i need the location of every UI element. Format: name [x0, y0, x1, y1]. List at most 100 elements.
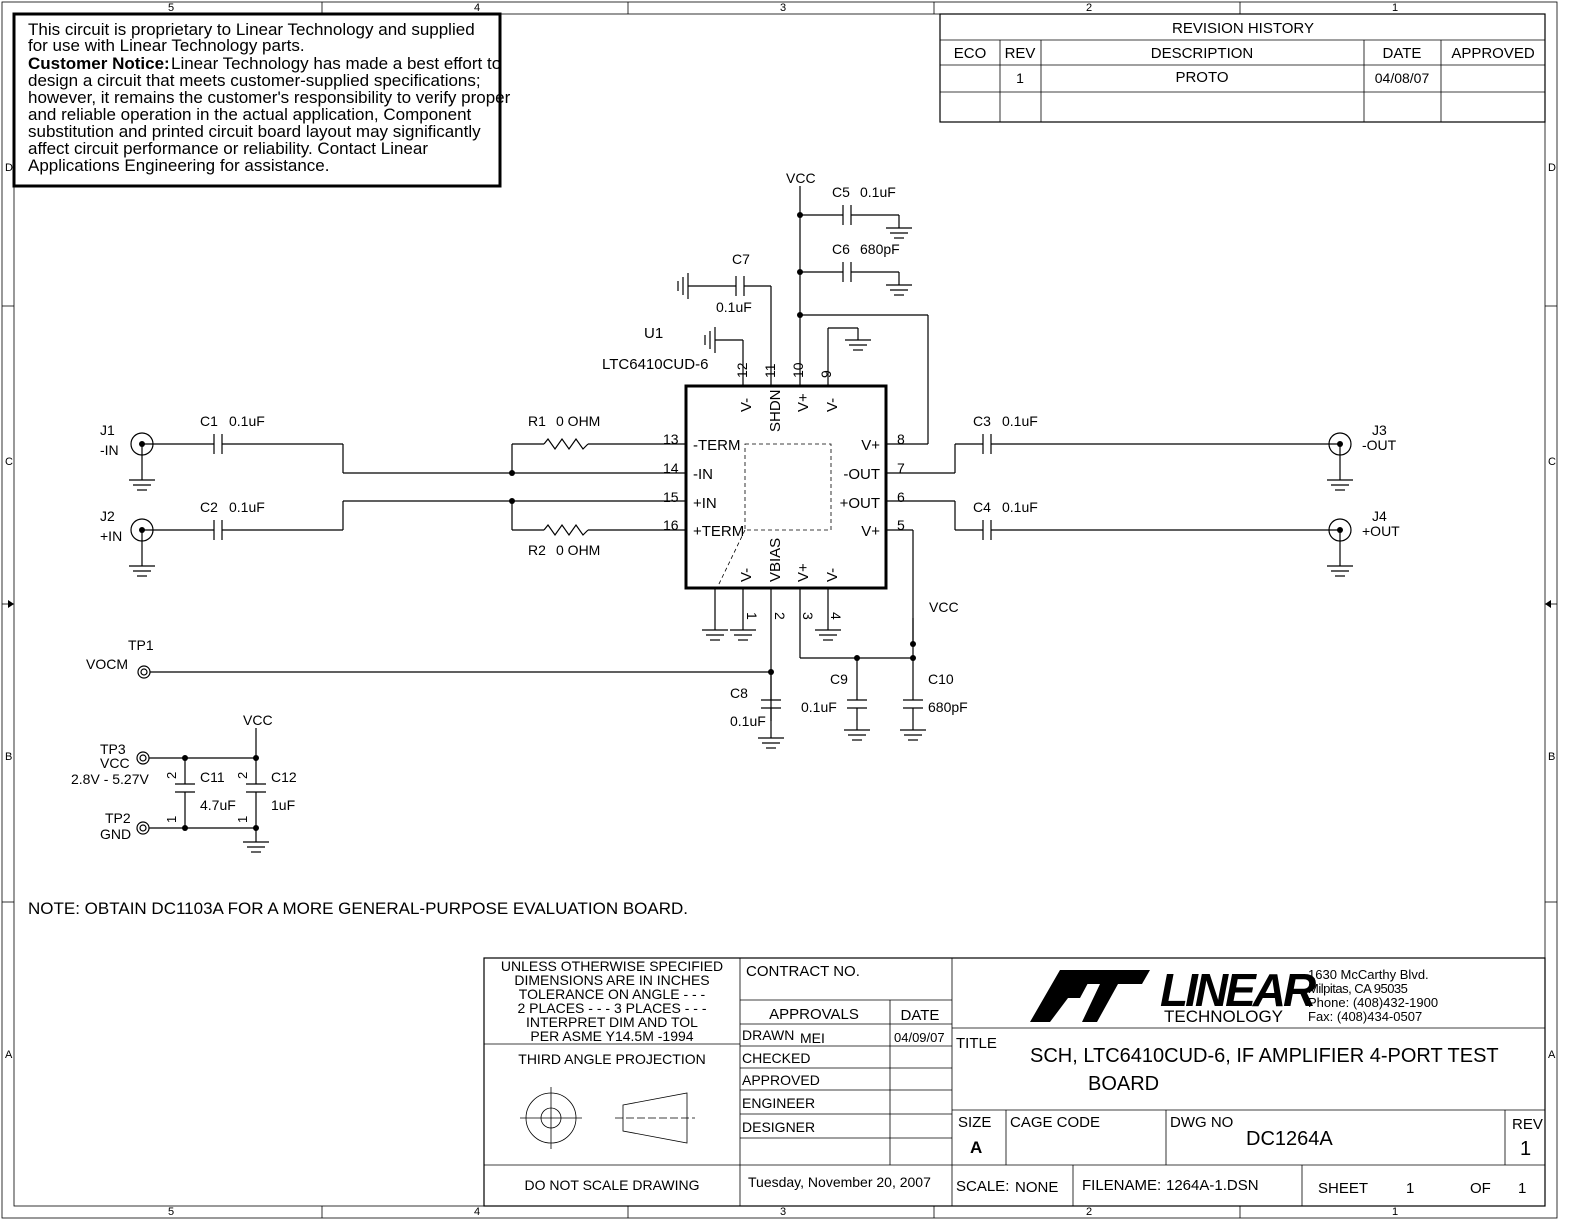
drawing-title-line-1: SCH, LTC6410CUD-6, IF AMPLIFIER 4-PORT T…: [1030, 1045, 1499, 1067]
address-line-1: 1630 McCarthy Blvd.: [1308, 967, 1429, 982]
rev-header-rev: REV: [1005, 45, 1036, 62]
notice-line-3: Linear Technology has made a best effort…: [171, 54, 501, 73]
notice-line-8: affect circuit performance or reliabilit…: [28, 139, 428, 158]
spec-line-2: DIMENSIONS ARE IN INCHES: [514, 972, 709, 988]
rev-header-description: DESCRIPTION: [1151, 45, 1254, 62]
print-date: Tuesday, November 20, 2007: [748, 1174, 931, 1190]
dwg-no-label: DWG NO: [1170, 1114, 1233, 1131]
spec-line-5: INTERPRET DIM AND TOL: [526, 1014, 698, 1030]
vcc-top: VCC: [786, 170, 816, 186]
pin-num-14: 14: [663, 460, 679, 476]
drawn-label: DRAWN: [742, 1027, 794, 1043]
of-label: OF: [1470, 1180, 1491, 1197]
zone-right-c: C: [1548, 456, 1556, 468]
size-label: SIZE: [958, 1114, 991, 1131]
c8-ref: C8: [730, 685, 748, 701]
zone-bottom-5: 5: [168, 1206, 174, 1218]
zone-bottom-1: 1: [1392, 1206, 1398, 1218]
drawn-date: 04/09/07: [894, 1030, 945, 1045]
notice-line-7: substitution and printed circuit board l…: [28, 122, 481, 141]
tp3-ref: TP3: [100, 741, 126, 757]
zone-left-a: A: [5, 1049, 13, 1061]
pin-label-pterm: +TERM: [693, 523, 744, 540]
pin-label-pout: +OUT: [840, 495, 880, 512]
zone-top-4: 4: [474, 2, 480, 14]
c8-val: 0.1uF: [730, 713, 766, 729]
c5-val: 0.1uF: [860, 184, 896, 200]
pin-num-13: 13: [663, 431, 679, 447]
j1-ref: J1: [100, 422, 115, 438]
c9-val: 0.1uF: [801, 699, 837, 715]
tp3-range: 2.8V - 5.27V: [71, 771, 149, 787]
notice-bold: Customer Notice:: [28, 54, 170, 73]
c12-ref: C12: [271, 769, 297, 785]
r1-ref: R1: [528, 413, 546, 429]
pin-num-4: 4: [828, 612, 844, 620]
c7-ref: C7: [732, 251, 750, 267]
u1-ref: U1: [644, 325, 663, 342]
c11-pin1: 1: [164, 816, 179, 823]
title-block: UNLESS OTHERWISE SPECIFIED DIMENSIONS AR…: [483, 957, 1546, 1207]
pin-label-mterm: -TERM: [693, 437, 741, 454]
zone-top-5: 5: [168, 2, 174, 14]
address-phone: Phone: (408)432-1900: [1308, 995, 1438, 1010]
notice-line-2: for use with Linear Technology parts.: [28, 36, 305, 55]
pin-label-vp8: V+: [861, 437, 880, 454]
notice-line-4: design a circuit that meets customer-sup…: [28, 71, 481, 90]
sheet-value: 1: [1406, 1180, 1414, 1197]
c12-val: 1uF: [271, 797, 295, 813]
spec-line-3: TOLERANCE ON ANGLE - - -: [519, 986, 706, 1002]
tp1-ref: TP1: [128, 637, 154, 653]
pin-num-8: 8: [897, 431, 905, 447]
title-label: TITLE: [956, 1035, 997, 1052]
linear-technology-logo: LINEAR TECHNOLOGY: [1030, 964, 1319, 1026]
c2-val: 0.1uF: [229, 499, 265, 515]
engineer-label: ENGINEER: [742, 1095, 815, 1111]
pin-num-11: 11: [762, 363, 778, 378]
pin-num-7: 7: [897, 460, 905, 476]
zone-top-3: 3: [780, 2, 786, 14]
notice-line-6: and reliable operation in the actual app…: [28, 105, 472, 124]
c11-pin2: 2: [164, 772, 179, 779]
c6-ref: C6: [832, 241, 850, 257]
zone-left-b: B: [5, 751, 12, 763]
c10-ref: C10: [928, 671, 954, 687]
pin-num-16: 16: [663, 517, 679, 533]
zone-labels: 5 4 3 2 1 5 4 3 2 1 D C B A D C B A: [5, 2, 1556, 1218]
pin-label-vp10: V+: [795, 393, 812, 412]
logo-subtitle: TECHNOLOGY: [1164, 1007, 1283, 1026]
third-angle-projection-icon: [520, 1087, 695, 1149]
c7-val: 0.1uF: [716, 299, 752, 315]
tp1-net: VOCM: [86, 656, 128, 672]
j4-net: +OUT: [1362, 523, 1400, 539]
rev-header-approved: APPROVED: [1451, 45, 1535, 62]
revision-history-table: REVISION HISTORY ECO REV DESCRIPTION DAT…: [939, 13, 1546, 123]
spec-line-4: 2 PLACES - - - 3 PLACES - - -: [517, 1000, 706, 1016]
rev-header-date: DATE: [1383, 45, 1422, 62]
c2-ref: C2: [200, 499, 218, 515]
pin-label-min: -IN: [693, 466, 713, 483]
checked-label: CHECKED: [742, 1050, 810, 1066]
date-header: DATE: [901, 1007, 940, 1024]
j3-net: -OUT: [1362, 437, 1397, 453]
j2-net: +IN: [100, 528, 122, 544]
rev-row-description: PROTO: [1175, 69, 1228, 86]
pin-num-12: 12: [734, 362, 750, 378]
cage-code-label: CAGE CODE: [1010, 1114, 1100, 1131]
pin-num-5: 5: [897, 517, 905, 533]
r2-val: 0 OHM: [556, 542, 600, 558]
notice-line-1: This circuit is proprietary to Linear Te…: [28, 20, 475, 39]
sheet-label: SHEET: [1318, 1180, 1368, 1197]
vcc-left: VCC: [243, 712, 273, 728]
pin-label-pin: +IN: [693, 495, 717, 512]
pin-label-vm4: V-: [824, 568, 841, 582]
rev-label: REV: [1512, 1116, 1543, 1133]
zone-left-c: C: [5, 456, 13, 468]
pin-num-9: 9: [818, 370, 834, 378]
c5-ref: C5: [832, 184, 850, 200]
tp3-net: VCC: [100, 755, 130, 771]
tp2-ref: TP2: [105, 810, 131, 826]
c1-val: 0.1uF: [229, 413, 265, 429]
pin-label-vm9: V-: [824, 398, 841, 412]
